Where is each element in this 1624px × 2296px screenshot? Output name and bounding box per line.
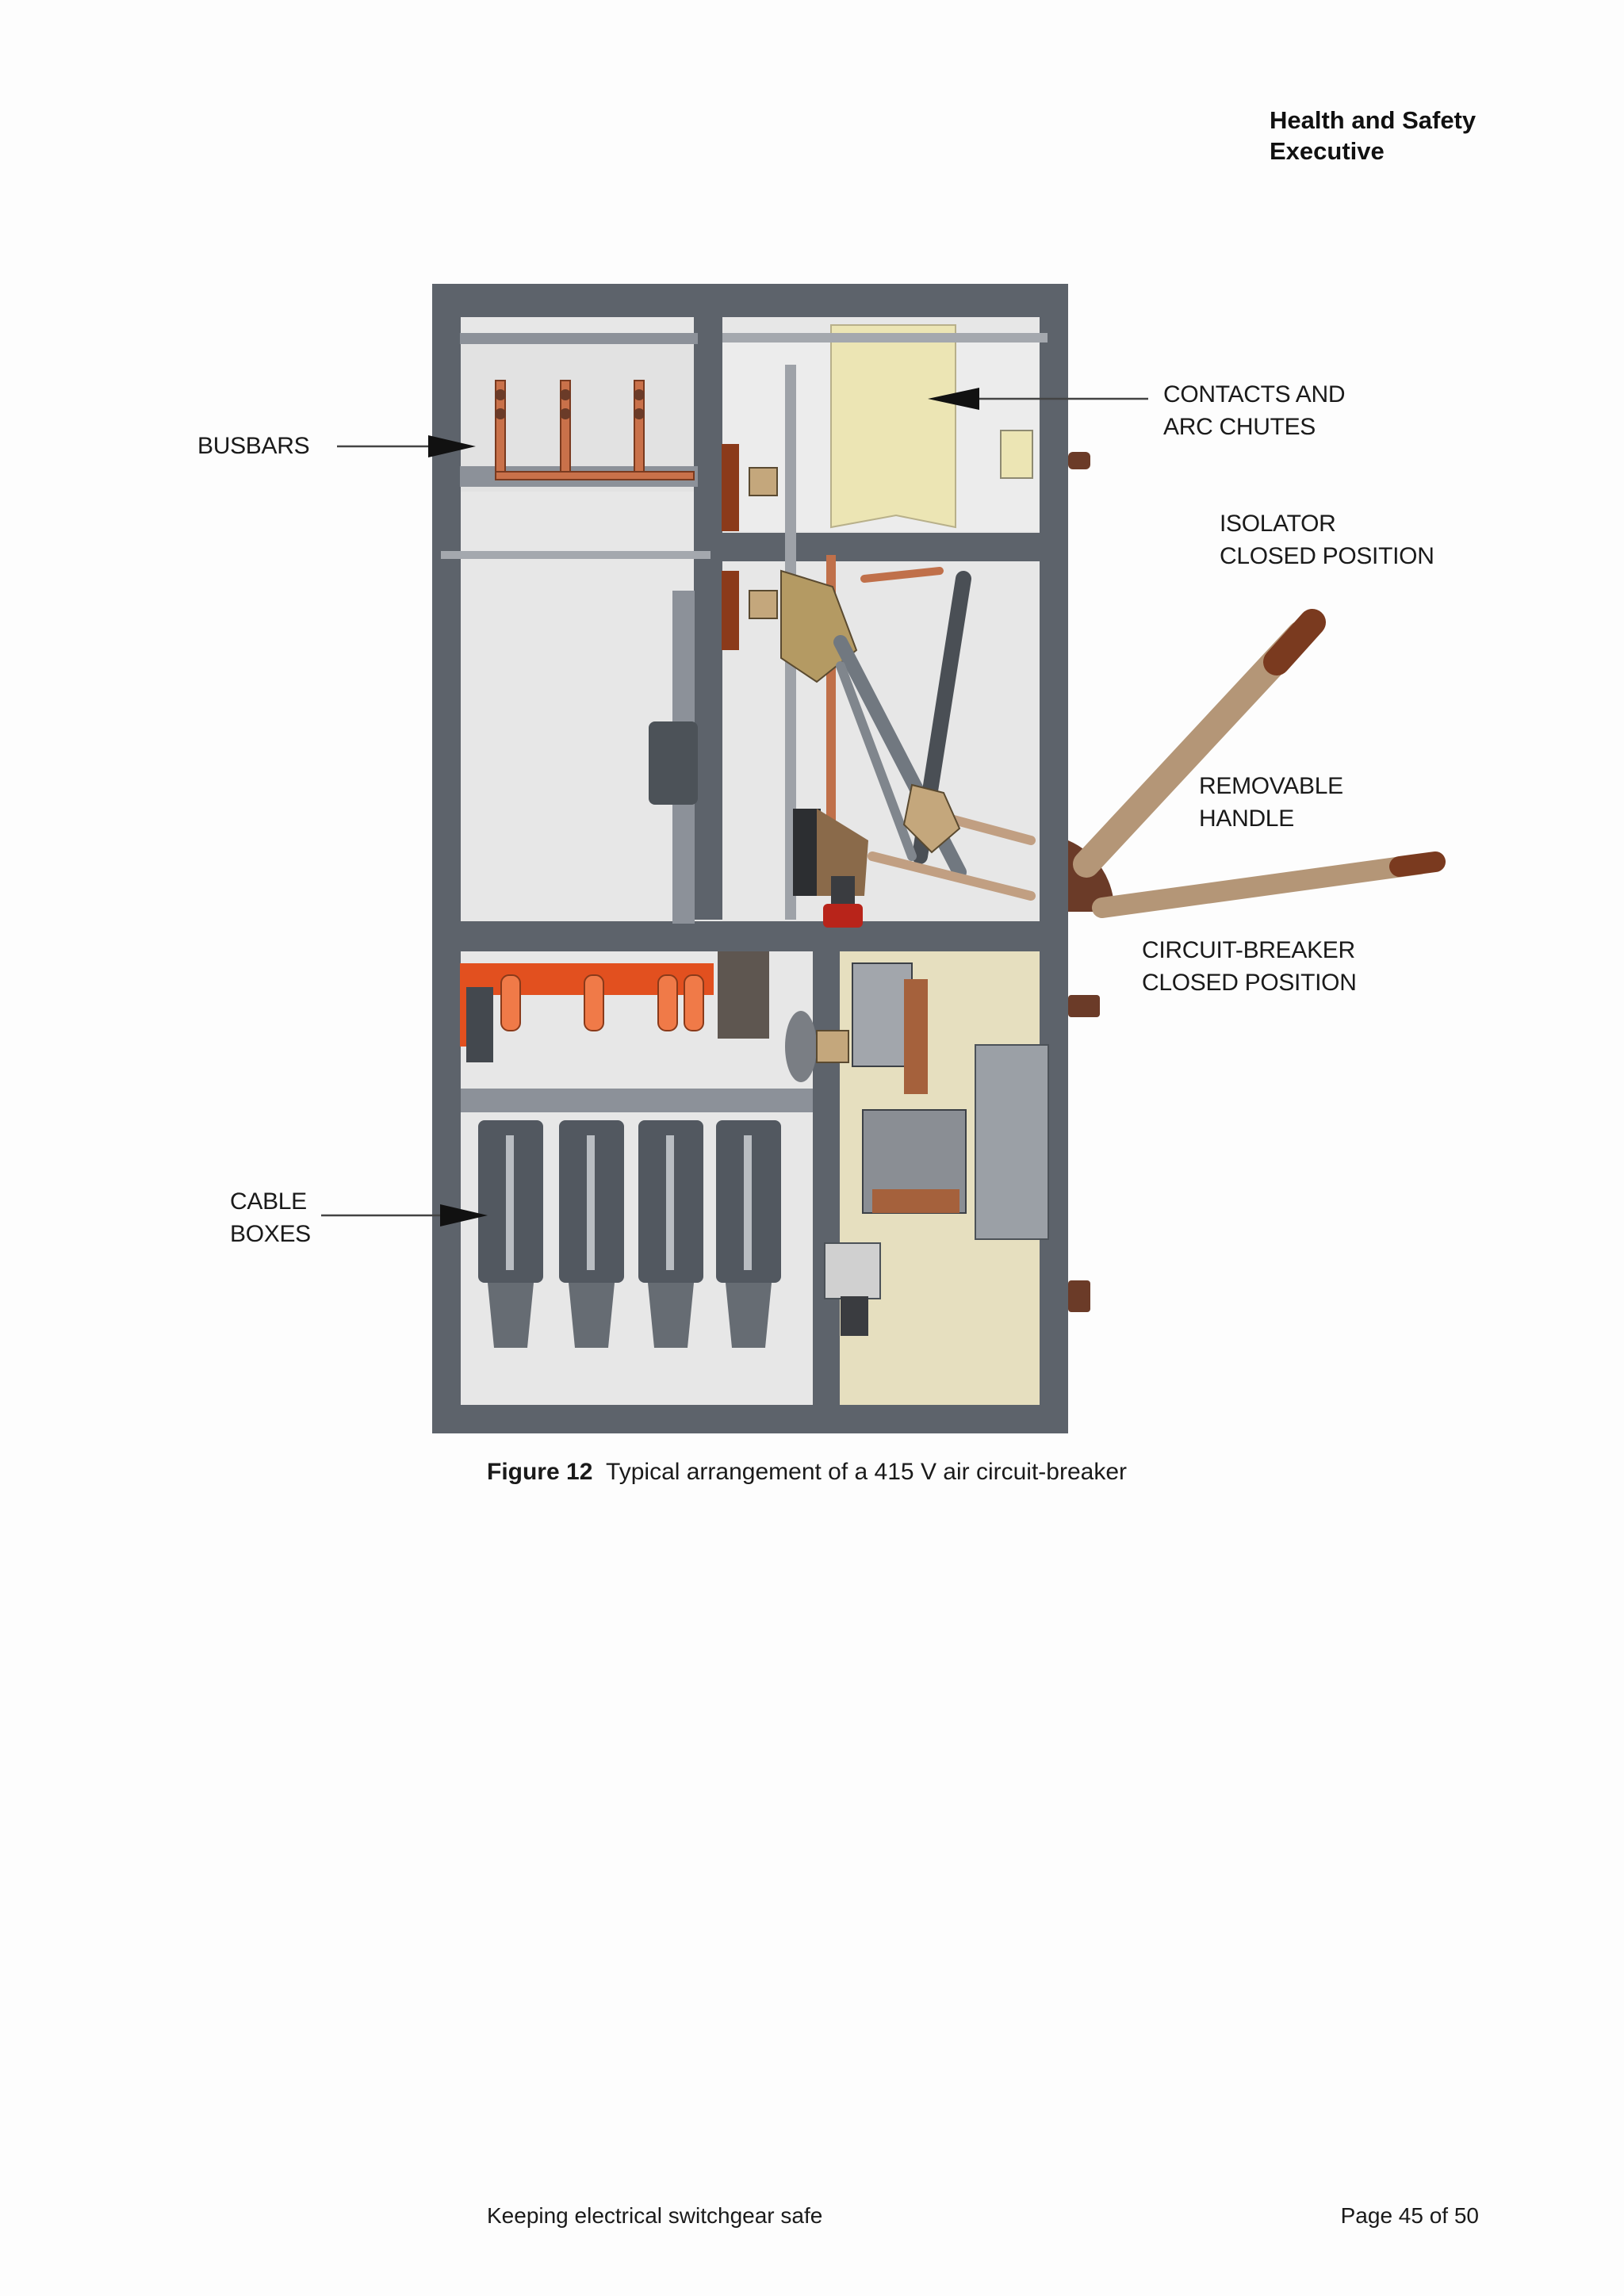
removable-handle-breaker (1092, 851, 1446, 918)
cable-box-studs (506, 1135, 752, 1270)
hse-brand: Health and Safety Executive (1270, 105, 1476, 166)
brand-line-1: Health and Safety (1270, 106, 1477, 134)
handle-line-2: HANDLE (1199, 806, 1294, 832)
breaker-knob (1068, 995, 1100, 1017)
rail-thin (441, 551, 710, 559)
frame-bottom (432, 1405, 1068, 1433)
handle-line-1: REMOVABLE (1199, 773, 1343, 799)
arrow-busbars (428, 435, 476, 457)
isolator-knob (1068, 452, 1090, 469)
busbars (495, 380, 695, 480)
arrow-cable-boxes (440, 1204, 488, 1226)
footer-page-number: Page 45 of 50 (1340, 2203, 1479, 2228)
cable-boxes (478, 1120, 781, 1348)
busbars-text: BUSBARS (197, 433, 310, 459)
upper-thin-rail (722, 333, 1048, 342)
figure-caption-text: Typical arrangement of a 415 V air circu… (606, 1459, 1128, 1485)
frame-mid-vertical (694, 317, 722, 920)
current-transformer (649, 721, 698, 805)
footer-title: Keeping electrical switchgear safe (487, 2203, 823, 2228)
clamp-lower (749, 590, 778, 619)
removable-handle-isolator (1073, 609, 1326, 878)
breaker-line-1: CIRCUIT-BREAKER (1142, 937, 1355, 963)
busbar-top-rail (460, 333, 698, 344)
orange-bus-lugs (500, 974, 704, 1031)
callout-leaders (321, 397, 1148, 1217)
fuse-carrier (824, 1242, 881, 1299)
breaker-lever (902, 783, 961, 854)
arc-chute-box (830, 324, 956, 529)
red-insulator-top (831, 876, 855, 904)
copper-block-upper (722, 444, 739, 531)
clamp-upper (749, 467, 778, 496)
frame-right (1040, 284, 1068, 1433)
isolator-line-1: ISOLATOR (1220, 511, 1336, 537)
arrow-contacts (928, 388, 979, 410)
busbar-bolts (495, 389, 645, 419)
callout-arrows (428, 388, 979, 1226)
bus-block-right (718, 951, 769, 1039)
figure-caption: Figure 12 Typical arrangement of a 415 V… (487, 1459, 1127, 1486)
frame-shelf-upper (722, 533, 1040, 561)
cable-line-2: BOXES (230, 1221, 311, 1247)
contacts-line-2: ARC CHUTES (1163, 414, 1316, 440)
pulley-arm (816, 1030, 849, 1063)
control-box (975, 1044, 1049, 1240)
brand-line-2: Executive (1270, 137, 1385, 165)
bus-block-left (466, 987, 493, 1062)
label-contacts-arc-chutes: CONTACTS AND ARC CHUTES (1163, 378, 1346, 443)
copper-block-lower (722, 571, 739, 650)
fuse-holder (841, 1296, 868, 1336)
shunt-block (793, 809, 821, 896)
isolator-line-2: CLOSED POSITION (1220, 543, 1434, 569)
frame-top (432, 284, 1068, 317)
label-removable-handle: REMOVABLE HANDLE (1199, 770, 1343, 835)
frame-shelf-middle (461, 921, 1040, 951)
label-isolator: ISOLATOR CLOSED POSITION (1220, 507, 1434, 572)
shunt-wedge (817, 809, 868, 896)
relay-base (872, 1189, 959, 1213)
frame-bottom-vertical (813, 951, 840, 1405)
cable-knob (1068, 1280, 1090, 1312)
pulley (785, 1011, 817, 1082)
label-busbars: BUSBARS (197, 430, 310, 462)
breaker-line-2: CLOSED POSITION (1142, 970, 1357, 996)
figure-number: Figure 12 (487, 1459, 593, 1485)
arc-chute-plate (1000, 430, 1033, 479)
relay-terminal-strip (852, 962, 913, 1067)
red-insulator (823, 904, 863, 928)
cable-line-1: CABLE (230, 1188, 307, 1215)
contacts-line-1: CONTACTS AND (1163, 381, 1346, 408)
frame-left (432, 284, 461, 1433)
label-circuit-breaker: CIRCUIT-BREAKER CLOSED POSITION (1142, 934, 1357, 999)
relay-coil-stack (904, 979, 928, 1094)
label-cable-boxes: CABLE BOXES (230, 1185, 311, 1250)
frame-shelf-lower (461, 1089, 813, 1112)
